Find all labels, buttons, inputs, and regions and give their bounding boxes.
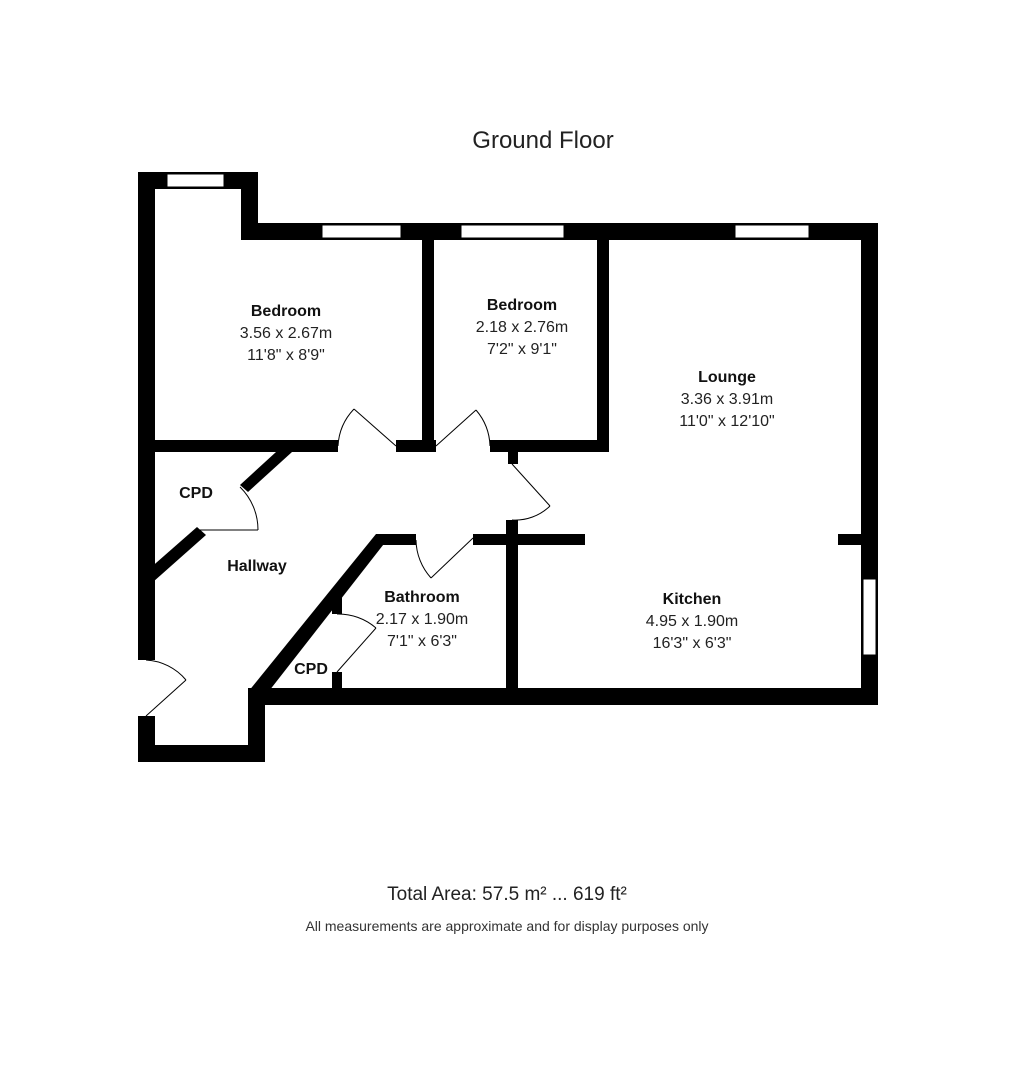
room-dimensions-metric: 3.36 x 3.91m (681, 391, 774, 408)
walls (138, 172, 878, 762)
room-kitchen: Kitchen 4.95 x 1.90m 16'3" x 6'3" (646, 591, 739, 652)
room-name: Hallway (227, 558, 287, 575)
room-bedroom1: Bedroom 3.56 x 2.67m 11'8" x 8'9" (240, 303, 333, 364)
door-bedroom2[interactable] (435, 409, 491, 447)
doors (145, 408, 551, 717)
window-bedroom2 (460, 224, 565, 239)
room-hallway: Hallway (227, 558, 287, 575)
room-name: Bedroom (487, 297, 557, 314)
cupboard-label-hallway: CPD (179, 485, 213, 502)
room-lounge: Lounge 3.36 x 3.91m 11'0" x 12'10" (679, 369, 774, 430)
door-bathroom[interactable] (415, 537, 474, 579)
room-bedroom2: Bedroom 2.18 x 2.76m 7'2" x 9'1" (476, 297, 569, 358)
room-dimensions-imperial: 7'2" x 9'1" (487, 341, 557, 358)
room-dimensions-imperial: 11'0" x 12'10" (679, 413, 774, 430)
window-bedroom1 (321, 224, 402, 239)
room-dimensions-metric: 2.18 x 2.76m (476, 319, 569, 336)
room-dimensions-imperial: 16'3" x 6'3" (653, 635, 732, 652)
room-dimensions-imperial: 7'1" x 6'3" (387, 633, 457, 650)
door-lounge[interactable] (511, 463, 551, 521)
door-cupboard-bathroom[interactable] (336, 613, 377, 673)
room-name: Bathroom (384, 589, 460, 606)
cupboard-label-bathroom: CPD (294, 661, 328, 678)
disclaimer: All measurements are approximate and for… (305, 918, 708, 934)
room-bathroom: Bathroom 2.17 x 1.90m 7'1" x 6'3" (376, 589, 469, 650)
room-name: Lounge (698, 369, 756, 386)
room-dimensions-metric: 3.56 x 2.67m (240, 325, 333, 342)
door-cupboard-hallway[interactable] (200, 486, 259, 531)
room-name: Bedroom (251, 303, 321, 320)
door-front[interactable] (145, 659, 187, 717)
room-name: Kitchen (663, 591, 722, 608)
window-bedroom1-top (166, 173, 225, 188)
floor-title: Ground Floor (472, 127, 613, 154)
windows (166, 173, 877, 656)
room-dimensions-metric: 2.17 x 1.90m (376, 611, 469, 628)
window-kitchen (862, 578, 877, 656)
window-lounge (734, 224, 810, 239)
room-dimensions-metric: 4.95 x 1.90m (646, 613, 739, 630)
room-dimensions-imperial: 11'8" x 8'9" (247, 347, 325, 364)
door-bedroom1[interactable] (337, 408, 397, 447)
total-area: Total Area: 57.5 m² ... 619 ft² (387, 884, 627, 905)
